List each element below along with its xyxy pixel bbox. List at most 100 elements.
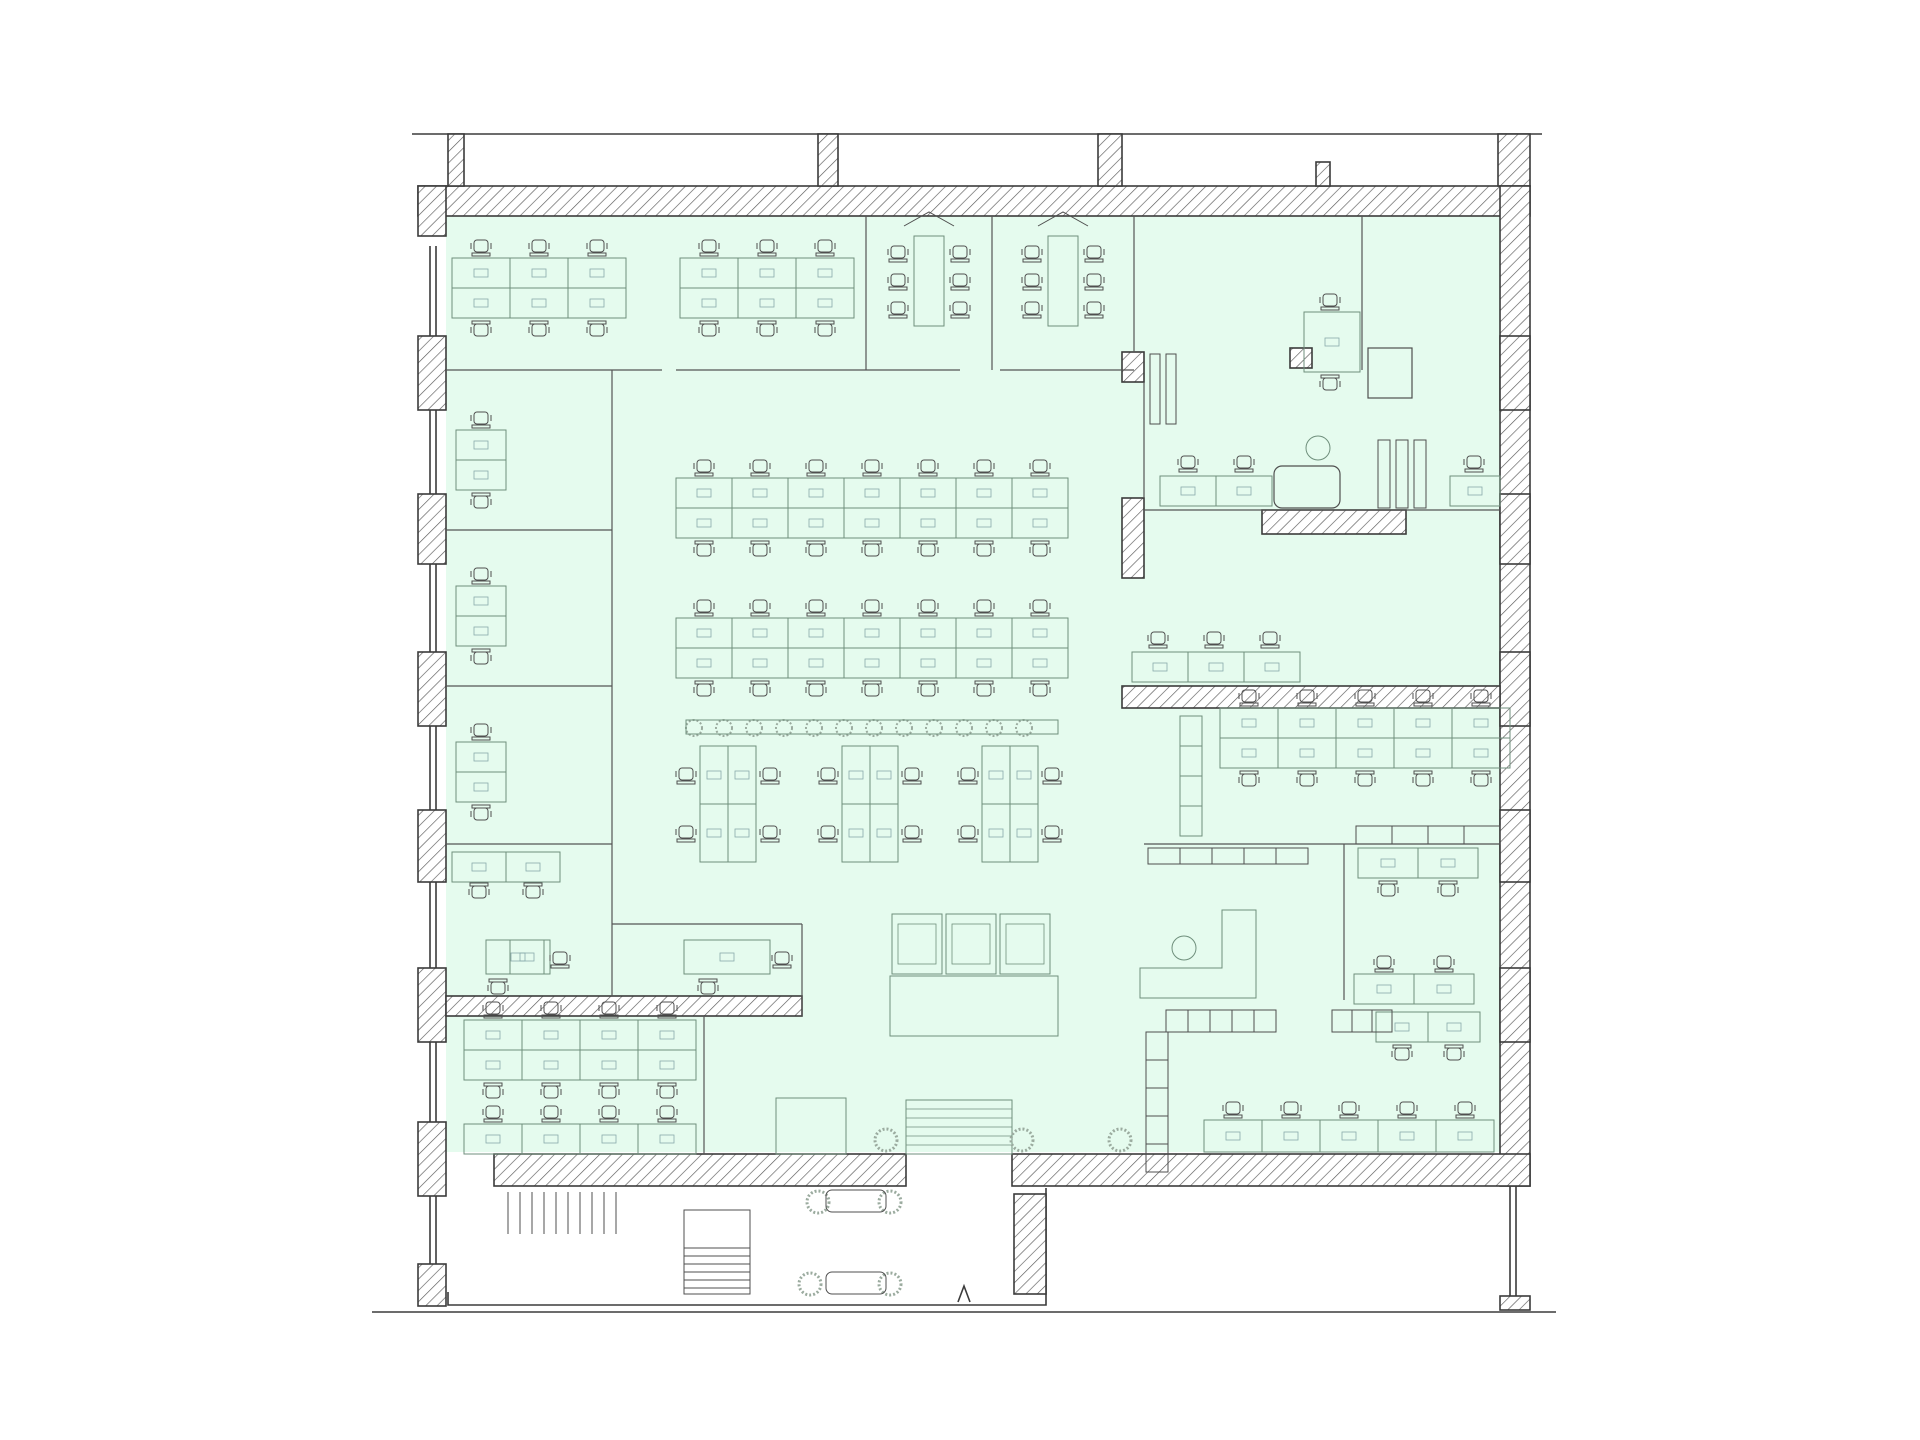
pier-left-2 [417,493,447,565]
monitor [1299,748,1315,758]
office-chair-icon [749,599,771,617]
office-chair-icon [1338,1101,1360,1119]
left-lower-outline [447,1188,1047,1306]
chair-back [1438,880,1458,885]
office-chair-icon [756,320,778,337]
chair-back [1320,374,1340,379]
office-chair-icon [861,599,883,617]
office-chair-icon [1203,631,1225,649]
monitor [601,1134,617,1144]
desk-icon [727,803,757,863]
monitor [920,488,936,498]
chair-seat [952,273,968,287]
stair-landing [683,1209,751,1295]
office-chair-icon [1147,631,1169,649]
shelf-wall [1289,347,1313,369]
office-chair-icon [917,459,939,477]
desk-top [1009,803,1039,863]
office-chair-icon [805,599,827,617]
chair-back [541,1082,561,1087]
chair-back [902,838,922,843]
monitor [601,1030,617,1040]
armchair [1367,347,1413,399]
chair-back [587,252,607,257]
monitor [1032,518,1048,528]
office-chair-icon [1391,1044,1413,1061]
monitor [701,268,717,278]
office-chair-icon [1041,767,1063,785]
chair-back [471,424,491,429]
office-chair-icon [1177,455,1199,473]
desk-icon [1011,507,1069,539]
chair-seat [1241,689,1257,703]
office-chair-icon [693,540,715,557]
chair-back [1471,702,1491,707]
chair-seat [1024,273,1040,287]
chair-back [529,252,549,257]
desk-top [567,287,627,319]
office-chair-icon [540,1001,562,1019]
projector-screen [1037,211,1089,227]
chair-back [694,612,714,617]
chair-back [815,252,835,257]
monitor [808,518,824,528]
desk-top [509,939,545,975]
monitor [848,828,864,838]
office-chair-icon [1029,680,1051,697]
office-chair-icon [887,245,909,263]
office-chair-icon [549,951,571,969]
chair-seat [976,599,992,613]
chair-seat [1376,955,1392,969]
chair-back [974,680,994,685]
office-chair-icon [586,320,608,337]
chair-back [657,1082,677,1087]
pier-right-2 [1499,493,1531,565]
desk-icon [1427,1011,1481,1043]
chair-seat [774,951,790,965]
office-chair-icon [482,1105,504,1123]
office-chair-icon [1029,540,1051,557]
desk-top [455,615,507,647]
desk-top [1417,847,1479,879]
desk-top [1011,647,1069,679]
chair-seat [817,239,833,253]
monitor [589,298,605,308]
chair-back [694,472,714,477]
chair-back [1444,1044,1464,1049]
chair-seat [589,239,605,253]
monitor [976,518,992,528]
desk-icon [1215,475,1273,507]
office-chair-icon [470,723,492,741]
shelf-rack [1165,353,1177,425]
desk-top [683,939,771,975]
monitor [759,268,775,278]
chair-back [699,320,719,325]
office-chair-icon [693,459,715,477]
monitor [920,658,936,668]
chair-seat [808,459,824,473]
office-chair-icon [817,767,839,785]
office-chair-icon [470,492,492,509]
plant-icon [873,1127,899,1153]
chair-back [750,472,770,477]
monitor [1208,662,1224,672]
monitor [988,770,1004,780]
monitor [696,628,712,638]
office-chair-icon [598,1105,620,1123]
monitor [1467,486,1483,496]
plant-icon [1107,1127,1133,1153]
desk-top [1243,651,1301,683]
chair-back [750,612,770,617]
chair-seat [1086,301,1102,315]
monitor [1394,1022,1410,1032]
office-chair-icon [1296,689,1318,707]
chair-back [1239,770,1259,775]
office-chair-icon [973,540,995,557]
monitor [701,298,717,308]
office-chair-icon [1083,245,1105,263]
chair-back [1084,258,1104,263]
desk-top [1215,475,1273,507]
desk-icon [505,851,561,883]
chair-back [1030,472,1050,477]
office-chair-icon [861,540,883,557]
